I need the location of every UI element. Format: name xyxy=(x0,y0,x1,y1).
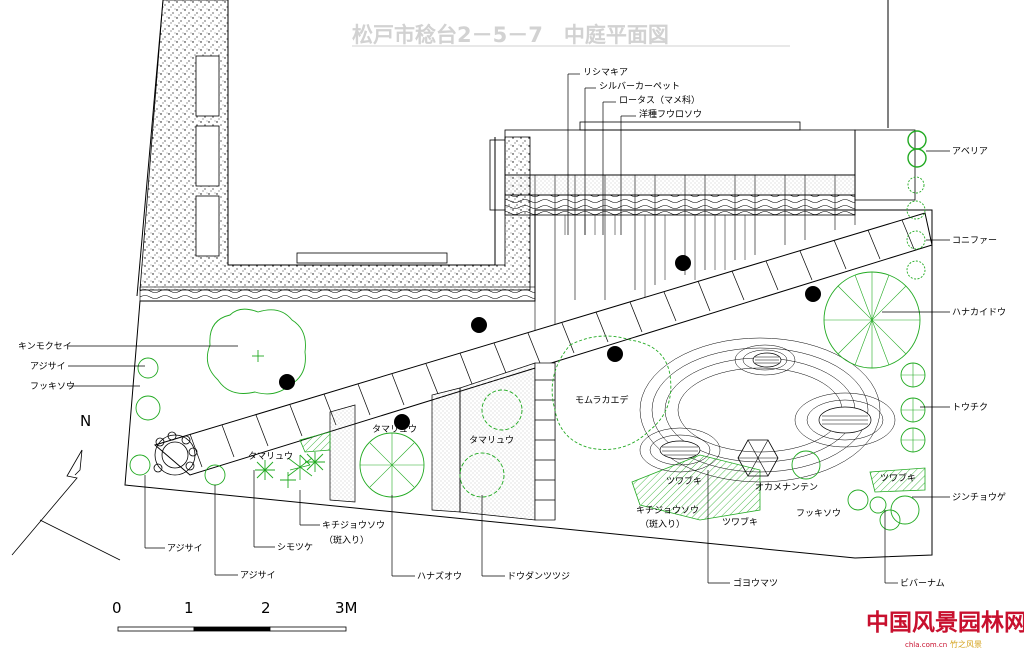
label-silver-carpet: シルバーカーペット xyxy=(599,81,680,92)
label-tamaryu-2: タマリュウ xyxy=(372,424,417,435)
watermark-url: chla.com.cn xyxy=(905,641,947,649)
label-kinmokusei: キンモクセイ xyxy=(18,341,72,352)
label-hanakaidou: ハナカイドウ xyxy=(952,307,1006,318)
watermark-logo: 中国风景园林网 chla.com.cn 竹之风景 xyxy=(866,609,1024,649)
scale-tick-0: 0 xyxy=(112,599,122,617)
scale-bar xyxy=(117,626,347,632)
label-ajisai-left: アジサイ xyxy=(30,361,66,372)
label-fukurosou: 洋種フウロソウ xyxy=(639,108,702,120)
scale-tick-1: 1 xyxy=(184,599,194,617)
north-label: N xyxy=(80,412,91,430)
label-kichijou-right-sub: （斑入り） xyxy=(640,518,685,530)
kinmokusei-tree xyxy=(206,308,306,395)
planting-beds xyxy=(329,362,556,521)
label-tamaryu-3: タマリュウ xyxy=(469,435,514,446)
label-doudan: ドウダンツツジ xyxy=(507,570,570,582)
label-kichijou-right: キチジョウソウ xyxy=(636,505,699,516)
label-viburnum: ビバーナム xyxy=(900,578,945,589)
stone-slabs xyxy=(195,55,448,264)
rocks xyxy=(659,352,872,460)
scale-tick-2: 2 xyxy=(261,599,271,617)
label-tsuwabuki-right: ツワブキ xyxy=(880,472,916,484)
momurakaede-tree xyxy=(551,335,672,450)
groundcover-hatch xyxy=(299,431,926,521)
watermark-main: 中国风景园林网 xyxy=(866,609,1024,636)
north-arrow xyxy=(11,449,121,561)
tree-radial-lines xyxy=(360,272,925,497)
label-abelia: アベリア xyxy=(952,147,988,157)
label-lotus: ロータス（マメ科） xyxy=(619,94,700,106)
doudan-shrub-2 xyxy=(459,452,505,498)
label-tamaryu-1: タマリュウ xyxy=(248,451,293,462)
plant-labels: リシマキア シルバーカーペット ロータス（マメ科） 洋種フウロソウ アベリア コ… xyxy=(18,68,1006,589)
label-shimotsuke: シモツケ xyxy=(277,542,313,553)
watermark-tag: 竹之风景 xyxy=(950,639,982,649)
label-conifer: コニファー xyxy=(952,236,997,246)
label-goyoumatsu: ゴヨウマツ xyxy=(733,577,778,589)
trees xyxy=(129,130,927,531)
scale-tick-3: 3M xyxy=(335,599,358,617)
label-touchiku: トウチク xyxy=(952,402,988,413)
label-tsuwabuki-1: ツワブキ xyxy=(666,475,702,487)
label-okamenanten: オカメナンテン xyxy=(755,482,818,493)
label-kichijou-bottom-sub: （斑入り） xyxy=(324,534,369,546)
deck xyxy=(489,121,916,216)
drain-strip xyxy=(139,286,536,302)
leader-lines xyxy=(68,73,950,584)
stepping-stones xyxy=(279,255,821,430)
label-ajisai-bottom-1: アジサイ xyxy=(167,543,203,554)
label-tsuwabuki-2: ツワブキ xyxy=(722,516,758,528)
label-hanazuou: ハナズオウ xyxy=(417,570,462,582)
label-kichijou-bottom: キチジョウソウ xyxy=(322,520,385,531)
doudan-shrub-1 xyxy=(481,389,523,431)
label-momurakaede: モムラカエデ xyxy=(575,394,629,406)
label-lysimachia: リシマキア xyxy=(583,68,628,78)
label-fukkisou-left: フッキソウ xyxy=(30,381,75,392)
label-jinchouge: ジンチョウゲ xyxy=(952,491,1006,503)
plan-title: 松戸市稔台2－5－7 中庭平面図 xyxy=(352,23,669,47)
tsukubai xyxy=(153,431,198,476)
label-ajisai-bottom-2: アジサイ xyxy=(240,570,276,581)
label-fukkisou-right: フッキソウ xyxy=(796,508,841,519)
